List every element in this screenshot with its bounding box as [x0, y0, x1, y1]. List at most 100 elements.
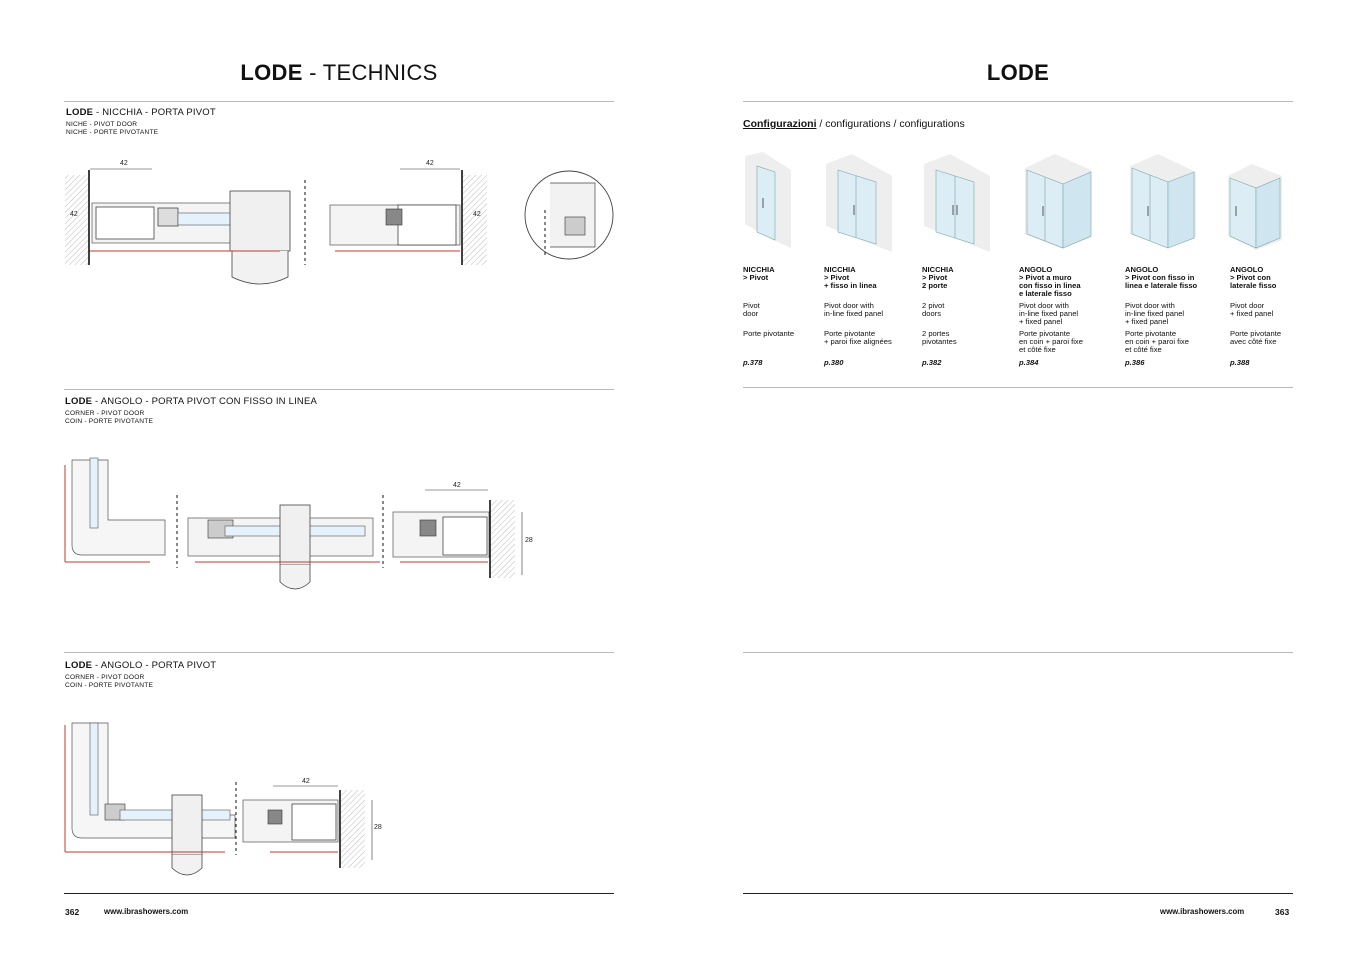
dim-label: 42	[426, 160, 434, 167]
dim-label: 28	[525, 537, 533, 544]
config-en-line: 2 pivot	[922, 301, 945, 310]
config-fr-line: Porte pivotante	[824, 329, 876, 338]
config-type: NICCHIA	[743, 265, 775, 274]
left-page-title: LODE - TECHNICS	[64, 60, 614, 86]
right-website-link[interactable]: www.ibrashowers.com	[1160, 907, 1245, 916]
config-model-line: laterale fisso	[1230, 281, 1277, 290]
config-page-ref[interactable]: p.384	[1019, 358, 1039, 367]
section-title-rest: - ANGOLO - PORTA PIVOT	[92, 660, 217, 671]
right-title-bold: LODE	[986, 60, 1050, 85]
section-corner-pivot-inline: LODE - ANGOLO - PORTA PIVOT CON FISSO IN…	[65, 396, 317, 426]
config-thumbnail	[1025, 154, 1092, 249]
drawing-niche-pivot: 42 42 42 42	[65, 160, 614, 285]
config-fr-line: Porte pivotante	[1019, 329, 1071, 338]
config-en-line: in-line fixed panel	[1125, 309, 1185, 318]
configurations-rest: / configurations / configurations	[816, 118, 965, 130]
config-rule	[743, 387, 1293, 388]
config-en-line: Pivot door	[1230, 301, 1265, 310]
config-en-line: doors	[922, 309, 941, 318]
section-niche-pivot: LODE - NICCHIA - PORTA PIVOT NICHE - PIV…	[66, 107, 216, 137]
config-fr-line: + paroi fixe alignées	[824, 337, 892, 346]
config-column: ANGOLO > Pivot con laterale fisso Pivot …	[1230, 266, 1294, 367]
left-title-bold: LODE	[240, 60, 303, 85]
config-page-ref[interactable]: p.382	[922, 358, 942, 367]
left-title-rest: - TECHNICS	[302, 60, 438, 85]
config-model-line: linea e laterale fisso	[1125, 281, 1198, 290]
config-model-line: con fisso in linea	[1019, 281, 1081, 290]
config-model-line: > Pivot con	[1230, 273, 1271, 282]
right-footer-rule	[743, 893, 1293, 894]
config-fr-line: Porte pivotante	[1230, 329, 1282, 338]
config-fr-line: et côté fixe	[1125, 345, 1162, 354]
left-footer-rule	[64, 893, 614, 894]
config-fr-line: Porte pivotante	[1125, 329, 1177, 338]
config-fr-line: pivotantes	[922, 337, 957, 346]
dim-label: 28	[374, 824, 382, 831]
config-fr-line: avec côté fixe	[1230, 337, 1277, 346]
config-thumbnail	[924, 154, 990, 252]
config-en-line: + fixed panel	[1019, 317, 1063, 326]
config-en-line: Pivot door with	[1125, 301, 1175, 310]
config-type: ANGOLO	[1125, 265, 1159, 274]
section-title-bold: LODE	[65, 396, 93, 407]
config-model-line: > Pivot a muro	[1019, 273, 1072, 282]
config-thumbnail	[1130, 154, 1196, 249]
config-model-line: > Pivot	[743, 273, 769, 282]
config-en-line: + fixed panel	[1125, 317, 1169, 326]
config-type: ANGOLO	[1019, 265, 1053, 274]
section-title-rest: - NICCHIA - PORTA PIVOT	[93, 107, 216, 118]
config-thumbnail	[1228, 164, 1282, 250]
config-en-line: Pivot	[743, 301, 760, 310]
config-fr-line: Porte pivotante	[743, 329, 795, 338]
config-fr-line: et côté fixe	[1019, 345, 1056, 354]
config-fr-line: 2 portes	[922, 329, 950, 338]
config-type: NICCHIA	[922, 265, 954, 274]
drawing-corner-pivot: 42 28	[64, 722, 382, 876]
config-fr-line: en coin + paroi fixe	[1019, 337, 1083, 346]
dim-label: 42	[70, 211, 78, 218]
left-website-link[interactable]: www.ibrashowers.com	[104, 907, 189, 916]
config-column: NICCHIA > Pivot 2 porte 2 pivot doors 2 …	[922, 266, 1012, 367]
config-model-line: e laterale fisso	[1019, 289, 1072, 298]
config-page-ref[interactable]: p.378	[743, 358, 763, 367]
left-page-number: 362	[65, 907, 80, 917]
config-column: NICCHIA > Pivot + fisso in linea Pivot d…	[824, 266, 916, 367]
right-page-number: 363	[1275, 907, 1290, 917]
config-en-line: in-line fixed panel	[1019, 309, 1079, 318]
config-fr-line: en coin + paroi fixe	[1125, 337, 1189, 346]
dim-label: 42	[302, 778, 310, 785]
config-en-line: + fixed panel	[1230, 309, 1274, 318]
config-model-line: + fisso in linea	[824, 281, 877, 290]
configurations-heading: Configurazioni / configurations / config…	[743, 118, 965, 130]
section-title-bold: LODE	[65, 660, 93, 671]
config-type: ANGOLO	[1230, 265, 1264, 274]
section-subtitle-fr: COIN - PORTE PIVOTANTE	[65, 418, 154, 425]
drawing-corner-pivot-inline: 42 28	[64, 457, 533, 590]
dim-label: 42	[473, 211, 481, 218]
config-en-line: in-line fixed panel	[824, 309, 884, 318]
config-type: NICCHIA	[824, 265, 856, 274]
left-title-rule	[64, 101, 614, 102]
section-corner-pivot: LODE - ANGOLO - PORTA PIVOT CORNER - PIV…	[65, 660, 216, 690]
config-model-line: > Pivot con fisso in	[1125, 273, 1195, 282]
config-column: ANGOLO > Pivot a muro con fisso in linea…	[1019, 266, 1119, 367]
config-model-line: > Pivot	[824, 273, 850, 282]
right-page-title: LODE	[743, 60, 1293, 86]
configurations-bold: Configurazioni	[743, 118, 817, 130]
section-subtitle-en: CORNER - PIVOT DOOR	[65, 410, 145, 417]
section-rule	[64, 389, 614, 390]
section-subtitle-fr: NICHE - PORTE PIVOTANTE	[66, 129, 159, 136]
config-page-ref[interactable]: p.380	[824, 358, 844, 367]
config-thumbnail	[745, 152, 791, 248]
config-page-ref[interactable]: p.386	[1125, 358, 1145, 367]
section-subtitle-en: CORNER - PIVOT DOOR	[65, 674, 145, 681]
section-rule	[743, 652, 1293, 653]
right-title-rule	[743, 101, 1293, 102]
config-en-line: Pivot door with	[824, 301, 874, 310]
config-thumbnail	[826, 154, 892, 252]
config-column: NICCHIA > Pivot Pivot door Porte pivotan…	[743, 266, 819, 367]
section-subtitle-en: NICHE - PIVOT DOOR	[66, 121, 138, 128]
config-page-ref[interactable]: p.388	[1230, 358, 1250, 367]
section-title-bold: LODE	[66, 107, 94, 118]
section-rule	[64, 652, 614, 653]
